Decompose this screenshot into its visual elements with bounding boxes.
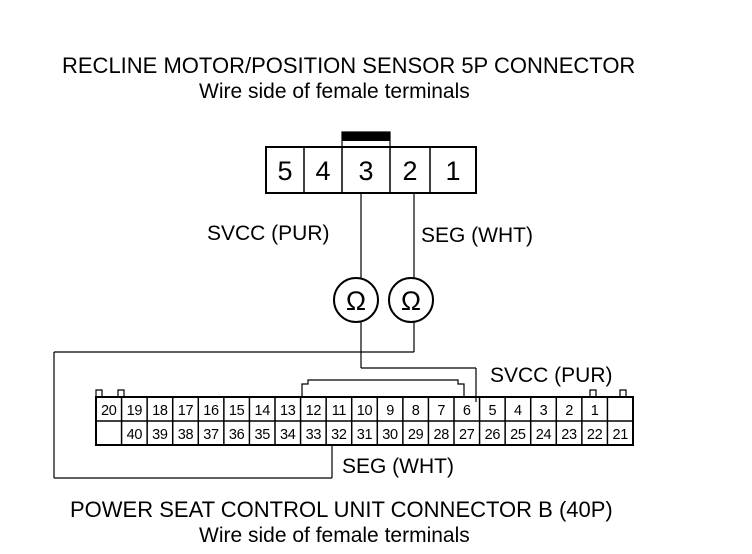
seg-wht-label-bottom: SEG (WHT) (342, 455, 454, 478)
bottom-row-pin-label: 32 (331, 427, 347, 443)
svcc-pur-label-bottom: SVCC (PUR) (490, 364, 613, 387)
bottom-row-pin-label: 38 (178, 427, 194, 443)
pin-5p-label: 4 (315, 156, 330, 186)
top-row-pin-label: 2 (565, 403, 573, 419)
top-row-pin-label: 12 (306, 403, 322, 419)
connector-bump (95, 389, 103, 397)
top-row-pin-label: 15 (229, 403, 245, 419)
recline-5p-connector: 5 4 3 2 1 (265, 131, 477, 194)
pin-5p-label: 5 (277, 156, 292, 186)
pin-5p-label: 2 (402, 156, 417, 186)
top-row-pin-label: 11 (332, 403, 347, 419)
bottom-row-pin-label: 33 (306, 427, 322, 443)
bottom-row-pin-label: 39 (152, 427, 168, 443)
top-row-pin-label: 10 (357, 403, 373, 419)
top-row-dividers (120, 397, 609, 421)
top-row-pin-label: 4 (514, 403, 522, 419)
svcc-pur-label-top: SVCC (PUR) (207, 222, 330, 245)
ohmmeter-circle (388, 277, 434, 323)
recline-connector-title: RECLINE MOTOR/POSITION SENSOR 5P CONNECT… (62, 53, 635, 78)
pin-5p-label: 1 (445, 156, 460, 186)
bottom-row-pin-label: 24 (536, 427, 552, 443)
seg-wht-label-top: SEG (WHT) (421, 224, 533, 247)
top-row-pins: 20 19 18 17 16 15 14 13 12 11 10 9 8 7 6 5 4 3 2 1 (101, 403, 599, 419)
bottom-row-pin-label: 25 (510, 427, 526, 443)
top-row-pin-label: 3 (540, 403, 548, 419)
bottom-row-pin-label: 28 (433, 427, 449, 443)
top-row-pin-label: 20 (101, 403, 117, 419)
bottom-row-pin-label: 40 (127, 427, 143, 443)
bottom-row-pins: 40 39 38 37 36 35 34 33 32 31 30 29 28 27 26 25 24 23 22 21 (127, 427, 629, 443)
bottom-row-pin-label: 31 (357, 427, 373, 443)
ohmmeter-circle (333, 277, 379, 323)
connector-lock-tab (342, 132, 390, 141)
top-row-pin-label: 7 (437, 403, 445, 419)
top-row-pin-label: 6 (463, 403, 471, 419)
bottom-row-dividers (120, 421, 609, 445)
connector-5p-body (265, 146, 477, 194)
ohm-icon: Ω (401, 286, 421, 316)
pin-5p-label: 3 (358, 156, 373, 186)
bottom-row-pin-label: 36 (229, 427, 245, 443)
top-row-pin-label: 16 (203, 403, 219, 419)
top-row-pin-label: 14 (254, 403, 270, 419)
control-unit-connector-subtitle: Wire side of female terminals (199, 524, 470, 547)
bottom-row-pin-label: 27 (459, 427, 475, 443)
top-row-pin-label: 19 (127, 403, 143, 419)
ohmmeter-right: Ω (388, 277, 434, 323)
control-unit-connector-title: POWER SEAT CONTROL UNIT CONNECTOR B (40P… (70, 497, 613, 522)
top-row-pin-label: 1 (591, 403, 599, 419)
bottom-row-pin-label: 35 (254, 427, 270, 443)
ohmmeter-left: Ω (333, 277, 379, 323)
bottom-row-pin-label: 26 (485, 427, 501, 443)
connector-lock-ridge (301, 379, 465, 397)
bottom-row-pin-label: 21 (612, 427, 628, 443)
connector-bump (619, 389, 627, 397)
bottom-row-pin-label: 23 (561, 427, 577, 443)
bottom-row-pin-label: 29 (408, 427, 424, 443)
bottom-row-pin-label: 30 (382, 427, 398, 443)
top-row-pin-label: 17 (178, 403, 194, 419)
bottom-row-pin-label: 37 (203, 427, 219, 443)
ohm-icon: Ω (346, 286, 366, 316)
top-row-pin-label: 13 (280, 403, 296, 419)
bottom-row-pin-label: 22 (587, 427, 603, 443)
connector-bump (117, 389, 125, 397)
top-row-pin-label: 9 (386, 403, 394, 419)
top-row-pin-label: 5 (488, 403, 496, 419)
connector-bump (589, 389, 597, 397)
top-row-pin-label: 18 (152, 403, 168, 419)
top-row-pin-label: 8 (412, 403, 420, 419)
bottom-row-pin-label: 34 (280, 427, 296, 443)
recline-connector-subtitle: Wire side of female terminals (199, 80, 470, 103)
